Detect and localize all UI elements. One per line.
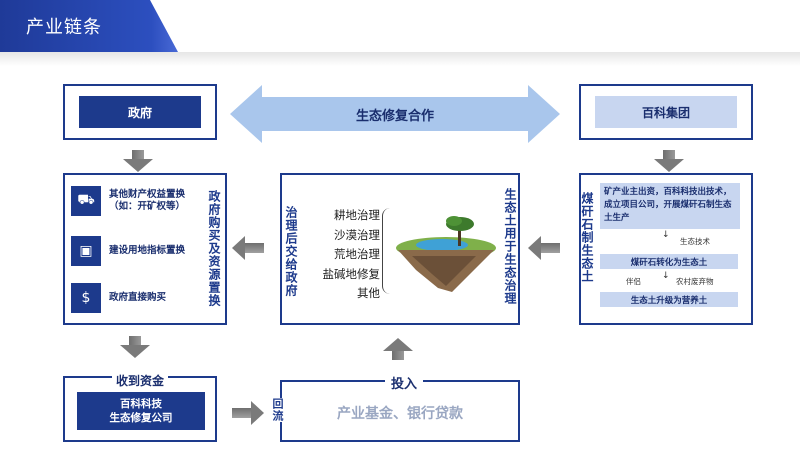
- government-item-property: ⛟ 其他财产权益置换 （如：开矿权等）: [71, 184, 211, 217]
- arrow-down-to-funds: [120, 336, 150, 358]
- arrow-left-to-center: [528, 236, 560, 260]
- company-label: 百科科技 生态修复公司: [77, 392, 205, 430]
- baike-group-box: 百科集团: [579, 84, 753, 140]
- factory-icon: ▣: [71, 235, 101, 266]
- arrow-right-backflow: [232, 401, 264, 425]
- government-item-direct: $ 政府直接购买: [71, 281, 211, 314]
- floating-island-image: [396, 216, 496, 292]
- center-right-label: 生态土用于生态治理: [503, 188, 517, 305]
- arrow-up-from-invest: [383, 338, 413, 360]
- government-label: 政府: [79, 96, 201, 128]
- arrow-down-baike: [654, 150, 684, 172]
- note-companion: 伴侣: [626, 277, 641, 286]
- treatment-item: 耕地治理: [334, 208, 380, 222]
- baike-group-label: 百科集团: [595, 96, 737, 128]
- treatment-item: 其他: [357, 286, 380, 300]
- step-soil-to-nutrient: 生态土升级为营养土: [600, 292, 738, 307]
- note-rural-waste: 农村废弃物: [676, 277, 714, 286]
- step-gangue-to-soil: 煤矸石转化为生态土: [600, 254, 738, 269]
- treatment-list: 耕地治理 沙漠治理 荒地治理 盐碱地修复 其他: [300, 206, 381, 304]
- gangue-soil-side-label: 煤矸石制生态土: [580, 192, 594, 283]
- cooperation-arrow: [230, 85, 560, 143]
- header-shadow: [0, 52, 800, 66]
- arrow-down-government: [123, 150, 153, 172]
- arrow-down-small-2: ↓: [662, 271, 670, 281]
- arrow-down-small-1: ↓: [662, 230, 670, 240]
- government-item-label: 其他财产权益置换 （如：开矿权等）: [109, 188, 186, 212]
- investment-title: 投入: [385, 373, 424, 392]
- treatment-item: 盐碱地修复: [322, 266, 381, 281]
- center-left-label: 治理后交给政府: [284, 206, 298, 297]
- funds-received-title: 收到资金: [112, 372, 169, 389]
- note-eco-tech: 生态技术: [680, 237, 710, 246]
- treatment-item: 荒地治理: [334, 247, 380, 261]
- gangue-intro: 矿产业主出资，百科科技出技术，成立项目公司，开展煤矸石制生态土生产: [600, 183, 740, 229]
- government-item-label: 建设用地指标置换: [109, 244, 186, 256]
- backflow-label: 回流: [271, 398, 284, 422]
- government-purchase-side-label: 政府购买及资源置换: [207, 190, 221, 307]
- list-brace: [382, 208, 392, 294]
- government-item-label: 政府直接购买: [109, 291, 167, 303]
- page-title: 产业链条: [26, 17, 102, 38]
- truck-icon: ⛟: [71, 185, 101, 216]
- cooperation-label: 生态修复合作: [355, 108, 434, 124]
- title-banner: 产业链条: [0, 0, 178, 52]
- treatment-item: 沙漠治理: [334, 227, 380, 242]
- investment-sources: 产业基金、银行贷款: [337, 406, 463, 422]
- government-box: 政府: [63, 84, 217, 140]
- government-item-land: ▣ 建设用地指标置换: [71, 234, 211, 267]
- arrow-left-to-government: [232, 236, 264, 260]
- coins-icon: $: [71, 282, 101, 313]
